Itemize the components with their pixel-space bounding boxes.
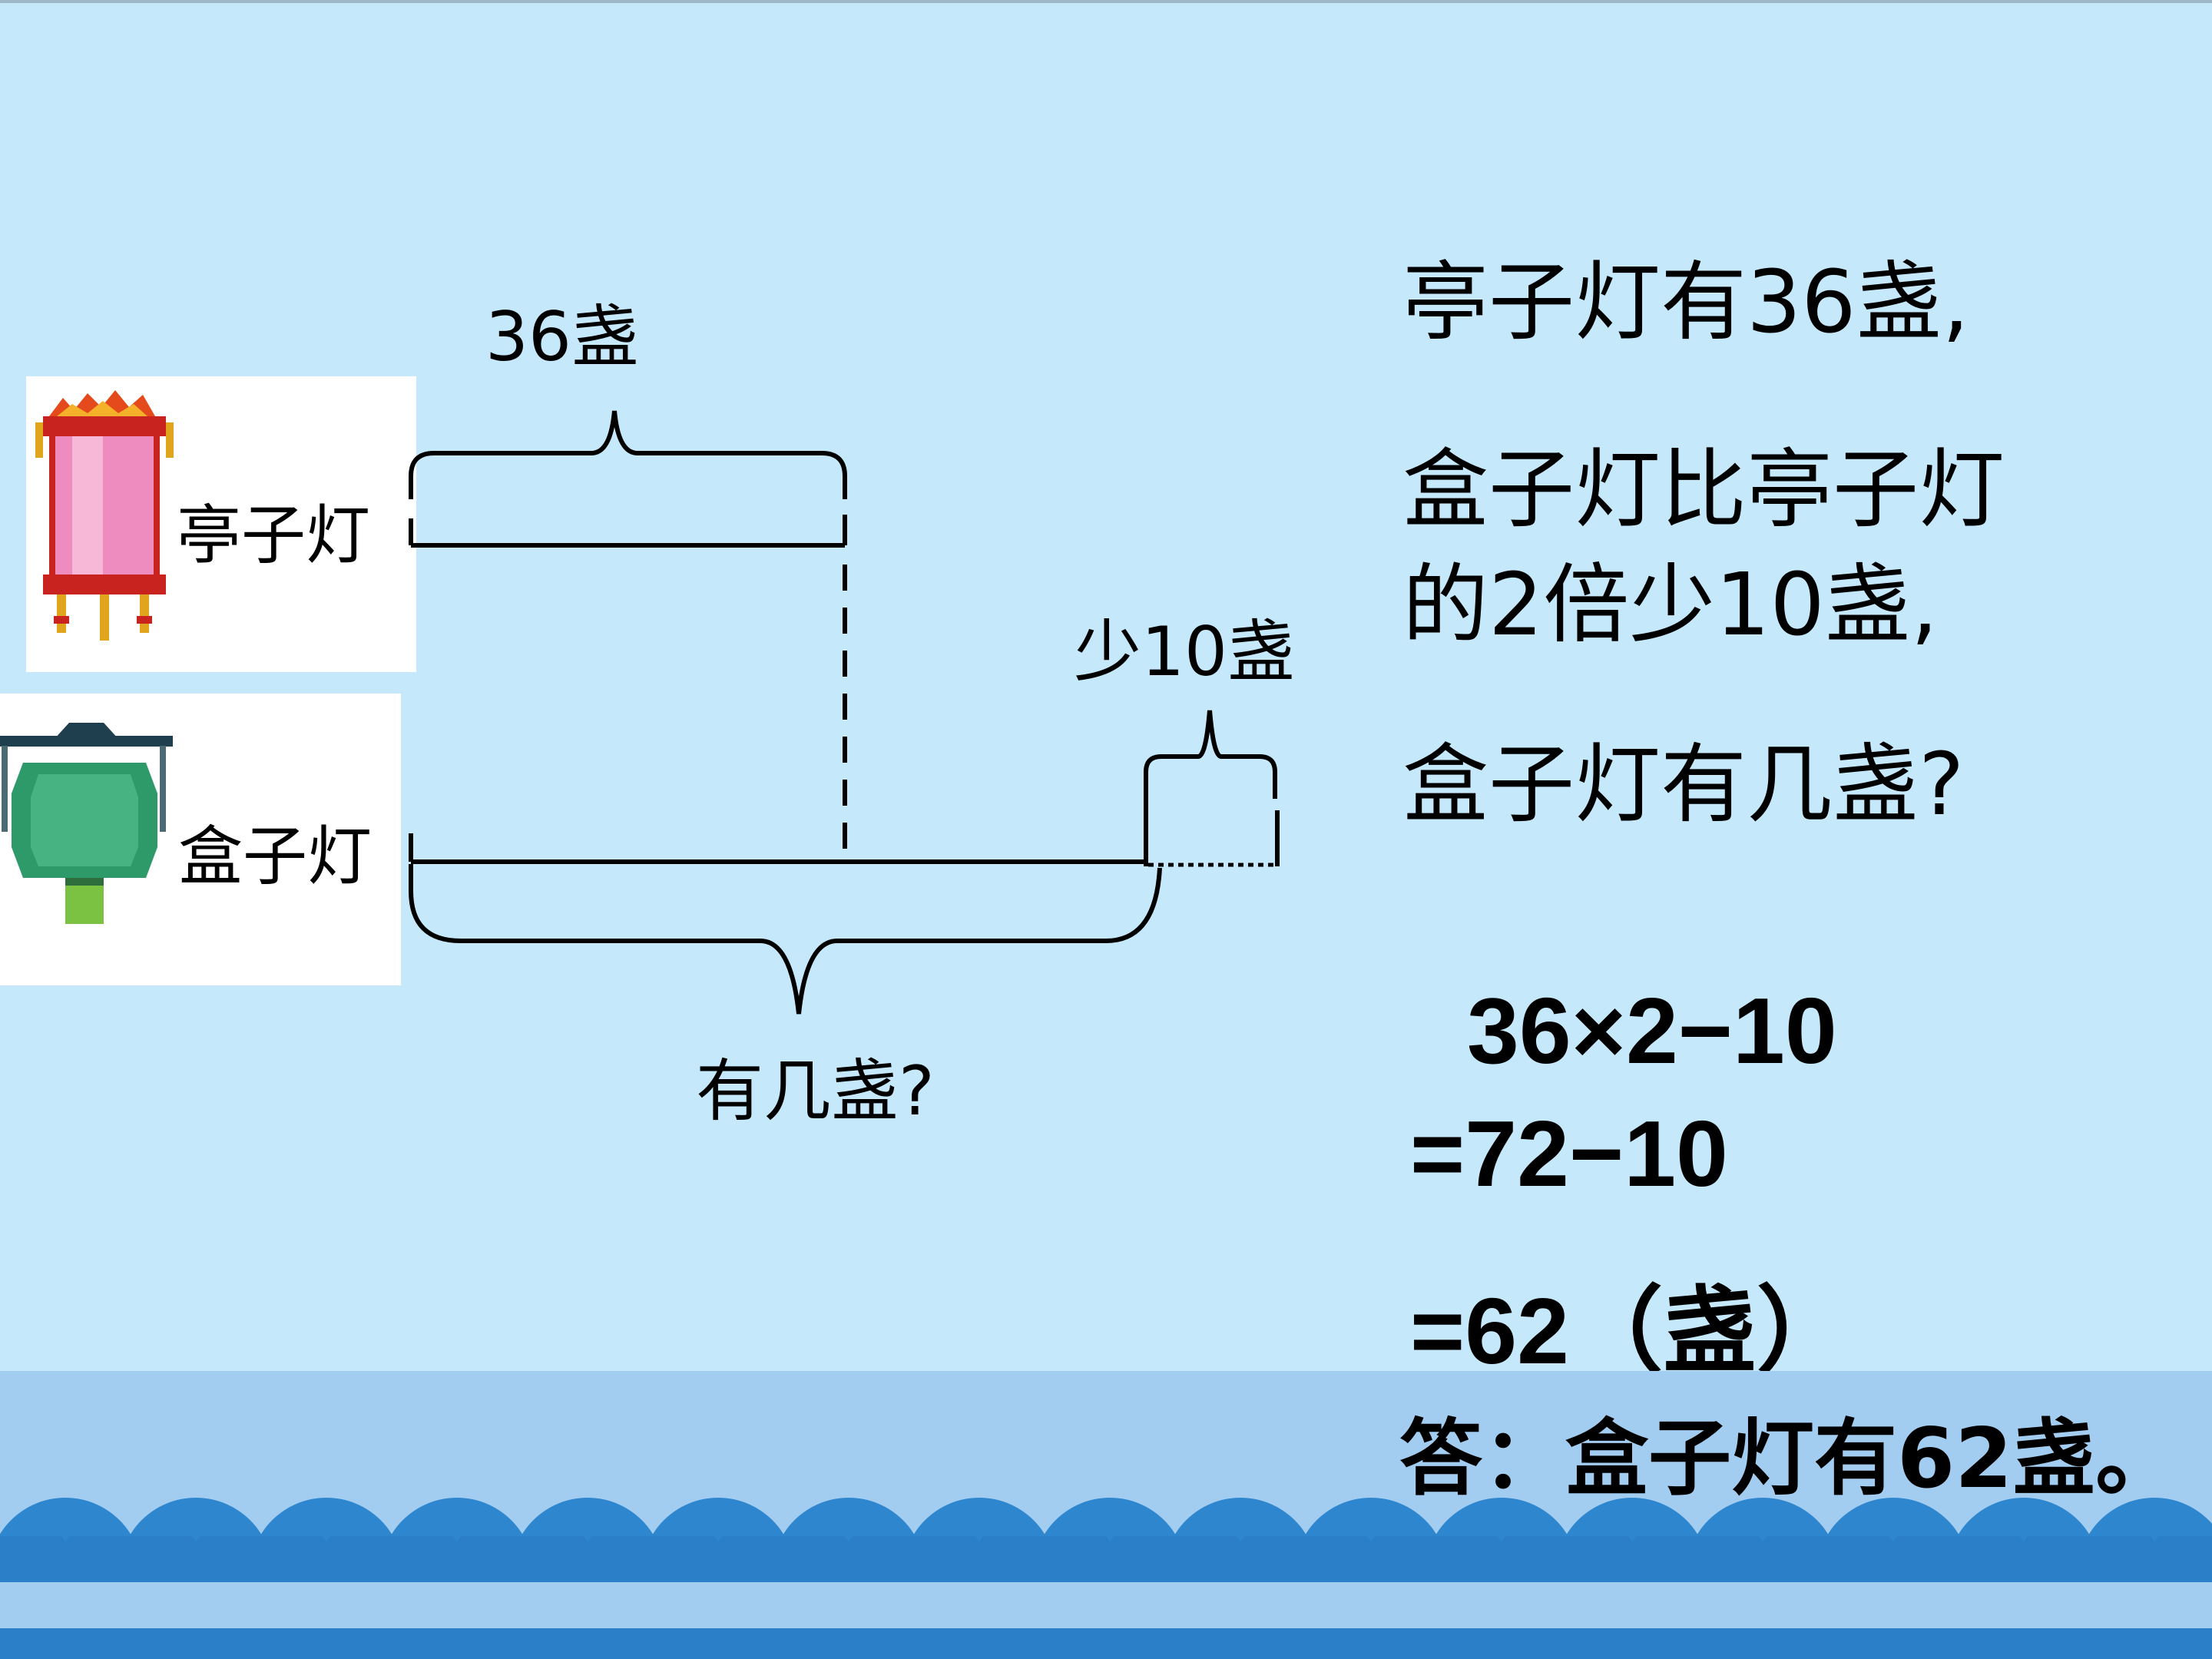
problem-line-2: 盒子灯比亭子灯: [1402, 440, 2005, 540]
calc-step-3: =62（盏）: [1410, 1279, 1850, 1383]
wave-decoration: [0, 1498, 2212, 1659]
problem-line-3: 的2倍少10盏,: [1402, 555, 1939, 655]
question-label: 有几盏?: [696, 1051, 935, 1131]
pavilion-lantern-card: 亭子灯: [26, 376, 416, 672]
box-lantern-icon: [0, 723, 173, 924]
top-brace: [409, 410, 847, 499]
top-border: [0, 0, 2212, 3]
top-quantity-label: 36盏: [485, 297, 639, 376]
answer-text: 答：盒子灯有62盏。: [1399, 1411, 2179, 1507]
calc-step-2: =72−10: [1410, 1101, 1728, 1206]
problem-line-1: 亭子灯有36盏,: [1402, 253, 1970, 353]
pavilion-lantern-label: 亭子灯: [177, 498, 371, 573]
bottom-brace: [409, 864, 1162, 1015]
box-lantern-card: 盒子灯: [0, 694, 401, 985]
problem-line-4: 盒子灯有几盏?: [1402, 735, 1965, 835]
less-brace: [1144, 710, 1277, 799]
calc-step-1: 36×2−10: [1467, 979, 1837, 1083]
pavilion-lantern-icon: [35, 390, 174, 641]
less-quantity-label: 少10盏: [1074, 612, 1295, 691]
box-lantern-label: 盒子灯: [178, 819, 373, 894]
